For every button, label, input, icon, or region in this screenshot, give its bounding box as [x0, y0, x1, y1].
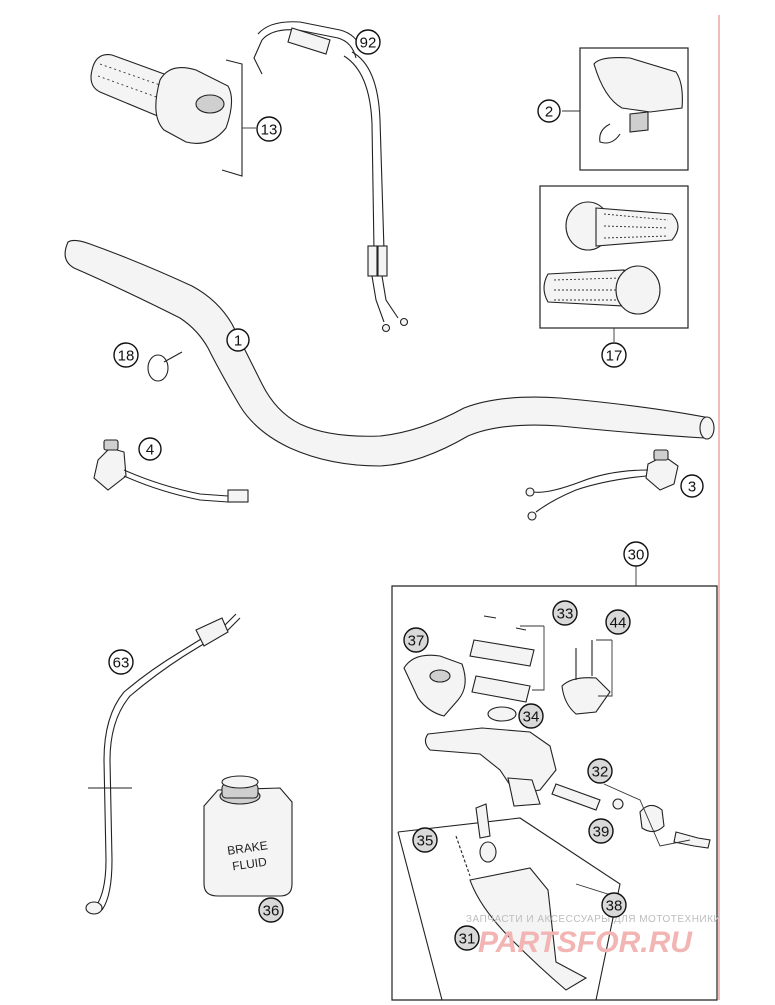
- callout-18[interactable]: 18: [113, 342, 139, 368]
- callout-63-label: 63: [113, 655, 130, 672]
- callout-17-label: 17: [606, 348, 623, 365]
- hand-guard-box: [579, 47, 689, 171]
- callout-44[interactable]: 44: [605, 609, 631, 635]
- callout-13[interactable]: 13: [256, 116, 282, 142]
- callout-38[interactable]: 38: [601, 892, 627, 918]
- cable-tie: [147, 351, 183, 382]
- callout-36-label: 36: [263, 903, 280, 920]
- callout-36[interactable]: 36: [258, 897, 284, 923]
- callout-37[interactable]: 37: [403, 627, 429, 653]
- brake-fluid-bottle: [203, 775, 293, 897]
- callout-33-label: 33: [557, 606, 574, 623]
- callout-35[interactable]: 35: [412, 827, 438, 853]
- switch-left: [93, 439, 249, 503]
- callout-39-label: 39: [593, 824, 610, 841]
- master-cylinder-box: [391, 566, 718, 1001]
- callout-2[interactable]: 2: [537, 99, 561, 123]
- throttle-grip-assembly: [90, 54, 243, 177]
- callout-30-label: 30: [628, 547, 645, 564]
- callout-39[interactable]: 39: [588, 818, 614, 844]
- callout-2-label: 2: [545, 104, 553, 121]
- switch-right: [525, 449, 679, 521]
- callout-34[interactable]: 34: [518, 703, 544, 729]
- callout-30[interactable]: 30: [623, 541, 649, 567]
- callout-37-label: 37: [408, 633, 425, 650]
- callout-34-label: 34: [523, 709, 540, 726]
- callout-32-label: 32: [592, 764, 609, 781]
- callout-13-label: 13: [261, 122, 278, 139]
- callout-63[interactable]: 63: [108, 649, 134, 675]
- callout-4[interactable]: 4: [138, 437, 162, 461]
- callout-4-label: 4: [146, 442, 154, 459]
- callout-35-label: 35: [417, 833, 434, 850]
- callout-1-label: 1: [234, 333, 242, 350]
- watermark-logo: PARTSFOR.RU: [478, 926, 693, 959]
- callout-31[interactable]: 31: [454, 925, 480, 951]
- callout-92[interactable]: 92: [355, 29, 381, 55]
- bottle-label-line2: FLUID: [231, 855, 268, 874]
- throttle-cables: [253, 21, 409, 333]
- callout-1[interactable]: 1: [226, 328, 250, 352]
- bottle-label-line1: BRAKE: [226, 838, 268, 858]
- callout-33[interactable]: 33: [552, 600, 578, 626]
- callout-92-label: 92: [360, 35, 377, 52]
- callout-3-label: 3: [688, 479, 696, 496]
- callout-17[interactable]: 17: [601, 342, 627, 368]
- watermark-tagline: ЗАПЧАСТИ И АКСЕССУАРЫ ДЛЯ МОТОТЕХНИКИ: [466, 914, 721, 925]
- callout-3[interactable]: 3: [680, 474, 704, 498]
- callout-38-label: 38: [606, 898, 623, 915]
- callout-18-label: 18: [118, 348, 135, 365]
- callout-31-label: 31: [459, 931, 476, 948]
- callout-44-label: 44: [610, 615, 627, 632]
- clutch-cable: [85, 613, 241, 915]
- callout-32[interactable]: 32: [587, 758, 613, 784]
- grips-box: [539, 185, 689, 329]
